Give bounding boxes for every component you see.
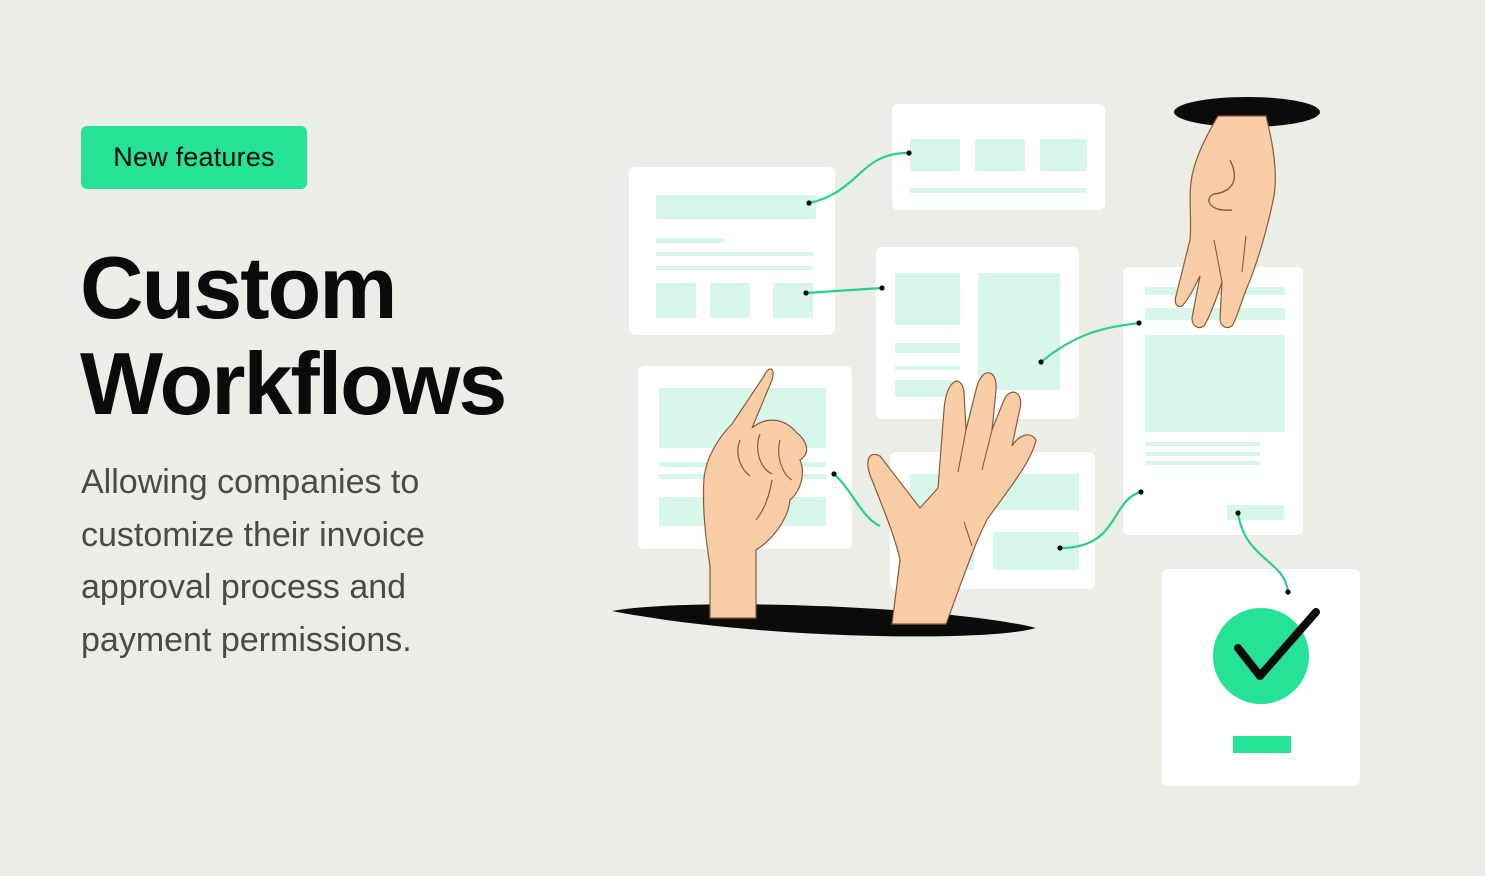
hole-top: [1174, 97, 1320, 127]
title-line-2: Workflows: [80, 334, 507, 433]
description-line: payment permissions.: [81, 620, 412, 659]
connector-lines: [805, 151, 1290, 593]
approval-card: [1162, 569, 1360, 786]
description-line: customize their invoice: [81, 515, 425, 554]
description: Allowing companies to customize their in…: [81, 456, 521, 666]
workflow-card: [892, 104, 1105, 210]
description-line: Allowing companies to: [81, 463, 420, 501]
new-features-badge: New features: [81, 126, 307, 189]
workflow-card: [876, 247, 1079, 419]
title-line-1: Custom: [80, 238, 398, 337]
workflow-card: [629, 167, 835, 335]
badge-label: New features: [113, 142, 275, 172]
hole-bottom: [612, 604, 1036, 637]
checkmark-icon: [1234, 608, 1320, 680]
hand-top-icon: [1174, 115, 1276, 329]
page-title: Custom Workflows: [80, 238, 507, 433]
check-circle-icon: [1213, 608, 1309, 704]
hand-open-icon: [867, 372, 1037, 625]
hand-pointing-icon: [702, 368, 808, 619]
description-line: approval process and: [81, 568, 407, 606]
connector-dots: [803, 150, 1291, 595]
